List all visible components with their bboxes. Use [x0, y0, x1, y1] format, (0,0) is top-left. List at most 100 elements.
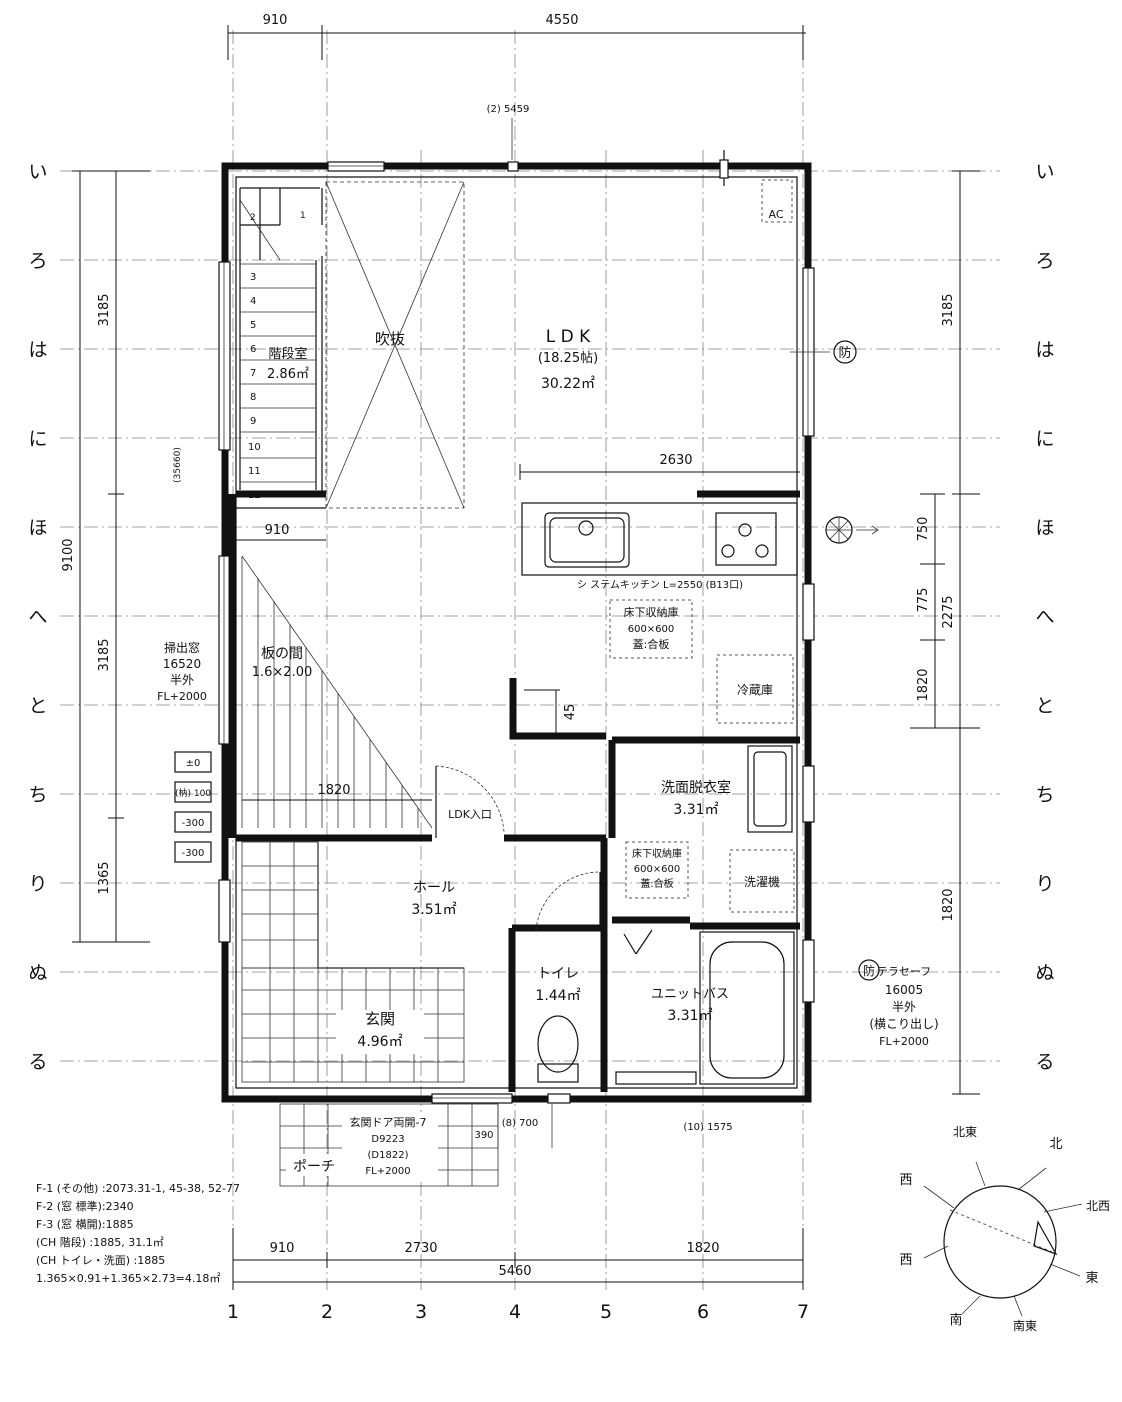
row-label: り [28, 873, 47, 895]
row-label: に [28, 428, 47, 450]
underfloor-1-a: 床下収納庫 [624, 605, 679, 619]
door-note-2: D9223 [371, 1134, 404, 1145]
compass-hokutou: 北東 [953, 1125, 977, 1139]
left-notes: 掃出窓 16520 半外 FL+2000 ±0 (枘) 100 -300 -30… [157, 640, 212, 863]
row-label: は [28, 339, 47, 361]
col-label: 5 [600, 1301, 612, 1323]
compass-hokusei: 北西 [1086, 1199, 1110, 1213]
ldk-jo: (18.25帖) [538, 351, 598, 366]
row-label: に [1035, 428, 1054, 450]
row-label: る [1035, 1051, 1054, 1073]
compass-nantou: 南東 [1013, 1318, 1037, 1333]
level-300-a: -300 [182, 818, 205, 829]
ldk-entry-label: LDK入口 [448, 808, 492, 821]
ldk-entry-door: LDK入口 [435, 765, 505, 838]
porch: ポーチ 玄関ドア両開-7 D9223 (D1822) FL+2000 390 (… [279, 1103, 733, 1187]
hall-label: ホール [413, 880, 455, 896]
washroom-area: 3.31㎡ [673, 802, 718, 818]
stair-step-9: 9 [250, 416, 256, 427]
legend-line-2: F-2 (窓 標準):2340 [36, 1199, 134, 1213]
terrace-1: テラセーフ [877, 965, 931, 978]
stair-step-1: 1 [300, 211, 306, 221]
sweep-window-1: 掃出窓 [164, 640, 200, 655]
terrace-4: (横こり出し) [869, 1017, 938, 1031]
row-label: ろ [28, 250, 47, 272]
row-label: ち [28, 784, 47, 806]
ldk: L D K (18.25帖) 30.22㎡ AC 2630 [519, 179, 800, 498]
sweep-window-2: 16520 [163, 657, 201, 671]
underfloor-2-b: 600×600 [634, 864, 681, 875]
dim-left-35660: (35660) [173, 447, 183, 483]
ac-label: AC [768, 208, 783, 221]
row-label: い [1035, 161, 1054, 183]
washroom: 洗面脱衣室 3.31㎡ 床下収納庫 600×600 蓋:合板 洗濯機 [625, 745, 795, 913]
underfloor-1-b: 600×600 [628, 624, 675, 635]
door-note-3: (D1822) [368, 1150, 409, 1161]
row-label: へ [28, 606, 47, 628]
stair-step-2: 2 [250, 213, 256, 223]
col-label: 4 [509, 1301, 521, 1323]
stair-step-3: 3 [250, 272, 256, 283]
fridge-label: 冷蔵庫 [737, 683, 773, 697]
bou-icon: 防 [838, 345, 851, 361]
stair-step-7: 7 [250, 368, 256, 379]
stair-step-8: 8 [250, 392, 256, 403]
kitchen-label: シ ステムキッチン L=2550 (B13口) [577, 579, 743, 591]
stair-step-10: 10 [248, 442, 261, 453]
stair-step-4: 4 [250, 296, 256, 307]
underfloor-1-c: 蓋:合板 [633, 637, 670, 651]
interior-walls: 45 910 [228, 494, 800, 1092]
dimension-left: 3185 3185 1365 9100 (35660) [61, 170, 183, 943]
compass-nishi-a: 西 [899, 1173, 912, 1188]
level-0: ±0 [186, 758, 201, 769]
col-label: 1 [227, 1301, 239, 1323]
row-label: と [28, 695, 47, 717]
level-300-b: -300 [182, 848, 205, 859]
row-label: ほ [28, 517, 47, 539]
kitchen: シ ステムキッチン L=2550 (B13口) 床下収納庫 600×600 蓋:… [521, 502, 798, 724]
dim-45: 45 [563, 704, 578, 721]
compass-nishi-b: 西 [899, 1253, 912, 1268]
dim-right-3185: 3185 [941, 293, 956, 326]
dim-bottom-1820: 1820 [686, 1241, 719, 1256]
dim-right-1820-b: 1820 [941, 888, 956, 921]
grid-col-labels: 1 2 3 4 5 6 7 [227, 1301, 809, 1323]
level-100: (枘) 100 [175, 787, 211, 799]
wood-floor-size: 1.6×2.00 [252, 665, 313, 680]
terrace-2: 16005 [885, 983, 923, 997]
dim-left-3185-b: 3185 [97, 638, 112, 671]
windows [218, 150, 815, 1104]
legend-line-4: (CH 階段) :1885, 31.1㎡ [36, 1235, 164, 1249]
dim-right-2275: 2275 [941, 595, 956, 628]
wood-floor: 板の間 1.6×2.00 1820 [241, 555, 433, 829]
dim-right-1820-a: 1820 [916, 668, 931, 701]
row-label: ぬ [1035, 962, 1054, 984]
row-label: は [1035, 339, 1054, 361]
entrance-label: 玄関 [365, 1010, 395, 1028]
dimension-top: 910 4550 (2) 5459 [227, 13, 806, 160]
terrace-5: FL+2000 [879, 1035, 929, 1048]
compass-higashi: 東 [1085, 1270, 1098, 1286]
sweep-window-4: FL+2000 [157, 690, 207, 703]
dim-right-775: 775 [916, 588, 931, 613]
dimension-right: 3185 2275 750 775 1820 1820 [910, 170, 980, 1095]
dimension-bottom: 910 2730 1820 5460 [232, 1228, 804, 1290]
washroom-label: 洗面脱衣室 [661, 779, 731, 796]
col-label: 3 [415, 1301, 427, 1323]
stair-room-label: 階段室 [268, 346, 307, 362]
dim-top-910: 910 [263, 13, 288, 28]
compass-icon: 北東 北 北西 西 西 東 南 南東 [899, 1125, 1110, 1333]
dim-left-3185-a: 3185 [97, 293, 112, 326]
sweep-window-3: 半外 [170, 673, 194, 687]
legend-line-5: (CH トイレ・洗面) :1885 [36, 1254, 165, 1267]
row-label: り [1035, 873, 1054, 895]
grid-row-labels-right: い ろ は に ほ へ と ち り ぬ る [1035, 161, 1054, 1073]
compass-kita: 北 [1049, 1137, 1062, 1152]
unitbath-label: ユニットバス [651, 987, 729, 1002]
row-label: い [28, 161, 47, 183]
dim-bottom-2730: 2730 [404, 1241, 437, 1256]
toilet-area: 1.44㎡ [535, 988, 580, 1004]
legend: F-1 (その他) :2073.31-1, 45-38, 52-77 F-2 (… [36, 1182, 240, 1285]
dim-bottom-5460: 5460 [498, 1264, 531, 1279]
unitbath-area: 3.31㎡ [667, 1008, 712, 1024]
